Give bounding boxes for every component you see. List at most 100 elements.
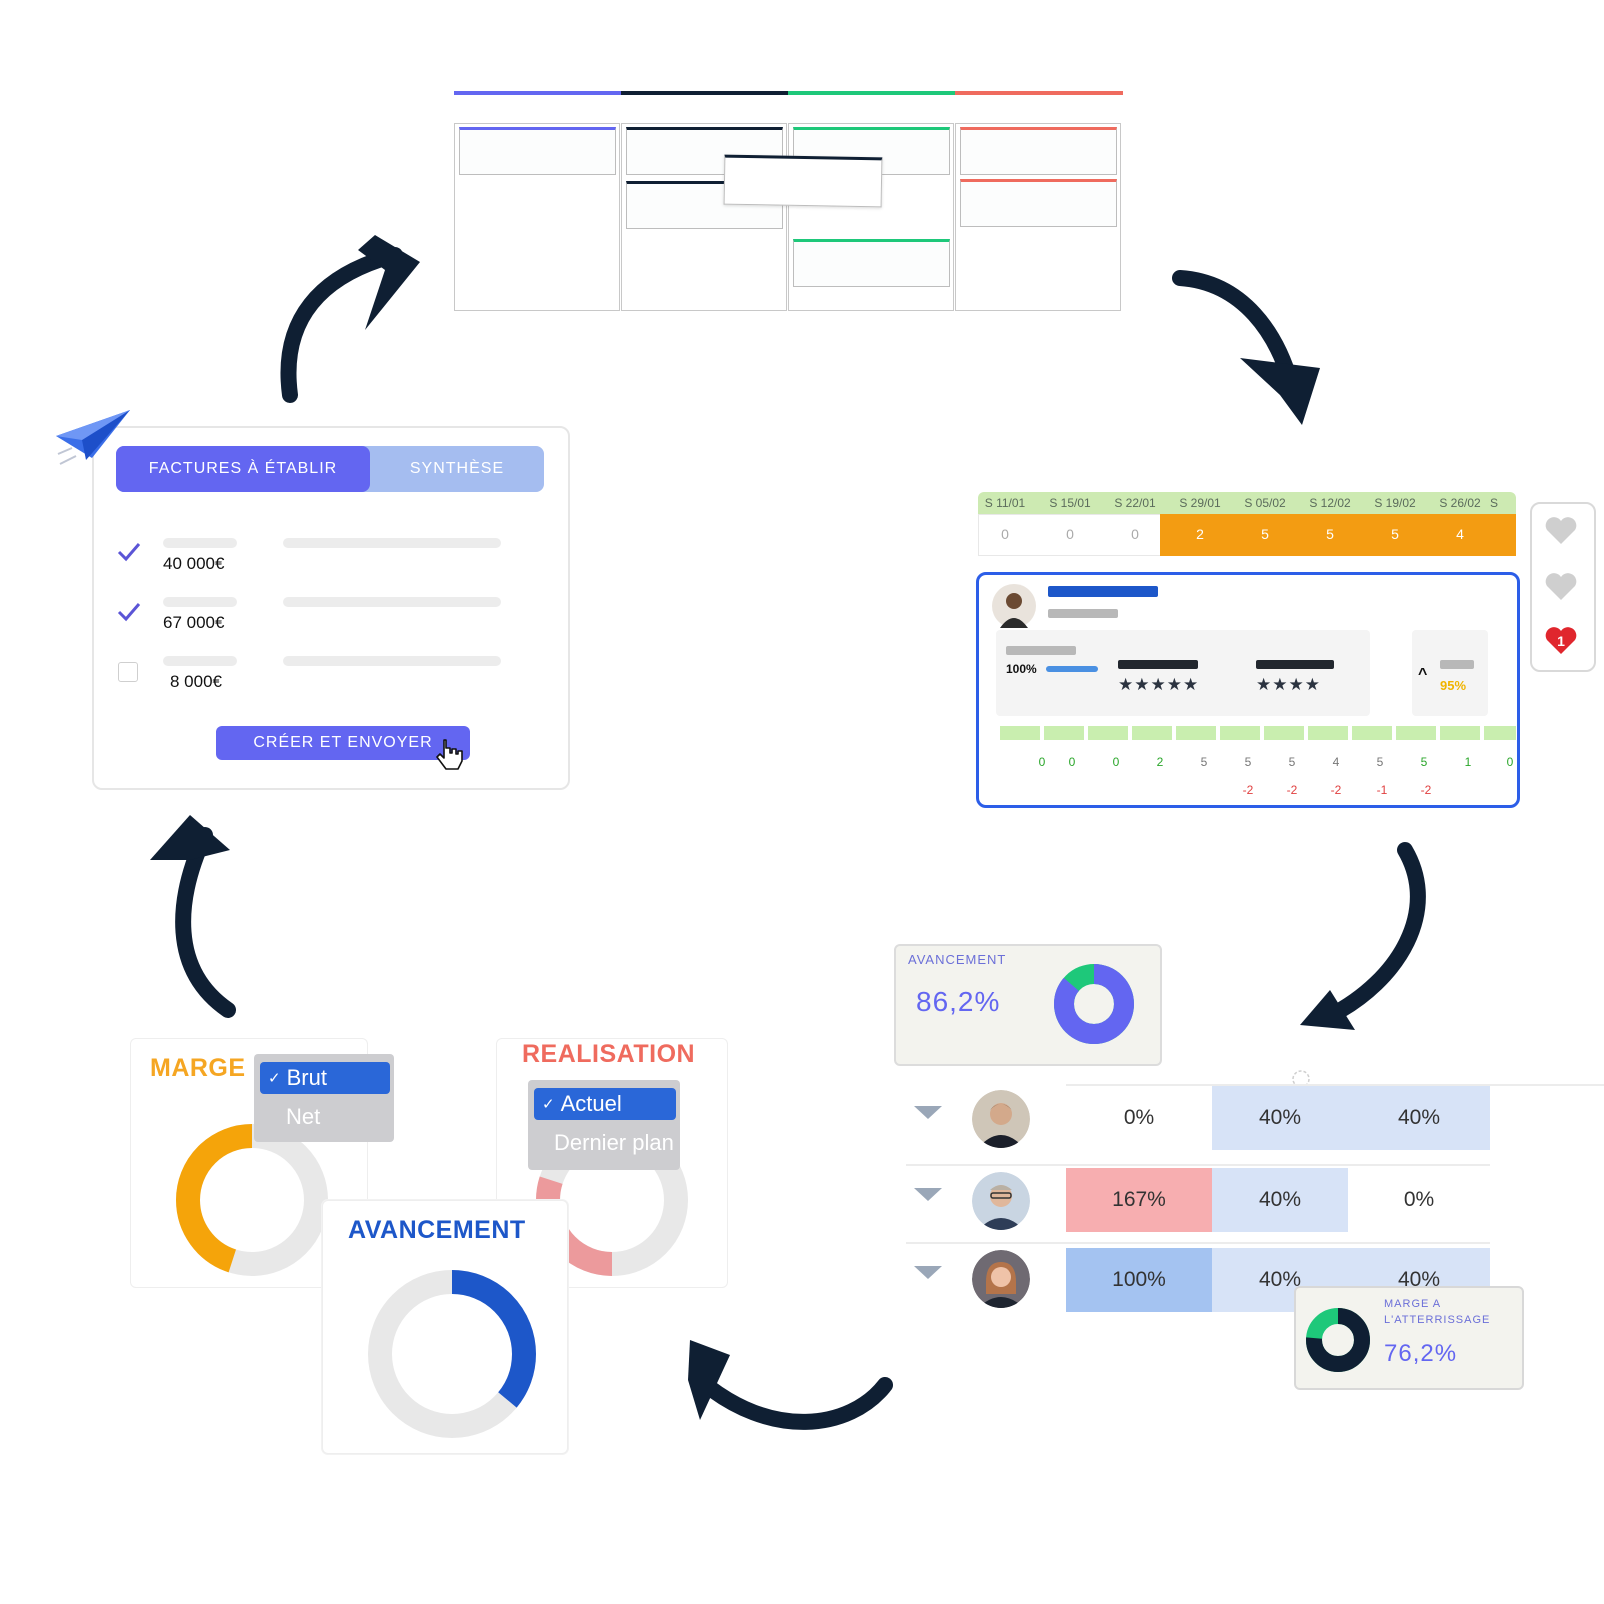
progress-label: 100% — [1006, 662, 1037, 676]
heart-icon[interactable] — [1544, 626, 1578, 656]
availability-value: 5 — [1244, 755, 1252, 769]
paper-plane-icon — [56, 410, 130, 465]
skill-a-bar — [1118, 660, 1198, 669]
option-label: Actuel — [560, 1091, 622, 1116]
tab-summary[interactable]: SYNTHÈSE — [409, 460, 505, 477]
avancement-widget-title: AVANCEMENT — [908, 952, 1007, 967]
arrow-to-table — [1322, 842, 1426, 1024]
week-label: S 15/01 — [1049, 496, 1091, 510]
check-icon[interactable] — [116, 540, 142, 564]
expand-row-icon[interactable] — [914, 1188, 942, 1201]
arrow-to-donuts — [692, 1372, 893, 1430]
dropdown-option[interactable]: Dernier plan — [554, 1130, 674, 1155]
availability-cell — [1264, 726, 1304, 740]
marge-widget-title: MARGE A — [1384, 1298, 1442, 1310]
trend-value: 95% — [1440, 678, 1467, 693]
avatar — [992, 584, 1036, 628]
skill-b-bar — [1256, 660, 1334, 669]
arrow-to-kanban — [280, 247, 403, 403]
week-load: 4 — [1456, 526, 1464, 542]
arrowhead — [358, 235, 420, 330]
availability-value: 5 — [1376, 755, 1384, 769]
progress-bar-fill — [1046, 666, 1098, 672]
availability-value: 0 — [1112, 755, 1120, 769]
expand-row-icon[interactable] — [914, 1266, 942, 1279]
kanban-card[interactable] — [960, 179, 1117, 227]
heart-icon[interactable] — [1544, 516, 1578, 546]
availability-cell — [1000, 726, 1040, 740]
week-label: S 22/01 — [1114, 496, 1156, 510]
availability-value: 4 — [1332, 755, 1340, 769]
availability-value: 1 — [1464, 755, 1472, 769]
check-icon[interactable] — [116, 600, 142, 624]
kanban-card[interactable] — [626, 127, 783, 175]
week-load: 0 — [1131, 526, 1139, 542]
weeks-header — [978, 492, 1516, 514]
availability-value: 2 — [1156, 755, 1164, 769]
week-label: S 05/02 — [1244, 496, 1286, 510]
option-label: Brut — [286, 1065, 327, 1090]
marge-panel-donut — [176, 1124, 328, 1276]
tab-invoices-to-issue[interactable]: FACTURES À ÉTABLIR — [116, 446, 370, 492]
table-cell: 167% — [1066, 1168, 1212, 1232]
availability-value: 0 — [1068, 755, 1076, 769]
week-label: S 11/01 — [984, 496, 1026, 510]
marge-donut — [1306, 1308, 1370, 1372]
week-label: S 26/02 — [1439, 496, 1481, 510]
kanban-card[interactable] — [459, 127, 616, 175]
arrowhead — [1240, 358, 1320, 425]
trend-box — [1412, 630, 1488, 716]
week-load: 0 — [1001, 526, 1009, 542]
availability-value: 5 — [1288, 755, 1296, 769]
heart-icon[interactable] — [1544, 572, 1578, 602]
skills-box — [996, 630, 1370, 716]
chevron-up-icon: ^ — [1418, 666, 1428, 683]
avancement-widget-value: 86,2% — [916, 986, 1001, 1017]
table-cell: 0% — [1123, 1106, 1155, 1129]
row-divider — [906, 1164, 1490, 1166]
column-accent-red — [955, 91, 1123, 95]
avancement-panel-title: AVANCEMENT — [348, 1216, 526, 1244]
availability-cell — [1088, 726, 1128, 740]
dropdown-selected-option[interactable]: ✓ Brut — [260, 1062, 390, 1094]
dropdown-option[interactable]: Net — [286, 1104, 321, 1129]
availability-value: 5 — [1200, 755, 1208, 769]
overload-delta: -2 — [1242, 783, 1254, 797]
avatar — [972, 1250, 1030, 1308]
invoice-amount: 40 000€ — [163, 554, 225, 573]
invoice-amount: 67 000€ — [163, 613, 225, 632]
progress-bar — [1046, 666, 1098, 672]
availability-cell — [1176, 726, 1216, 740]
overload-delta: -2 — [1286, 783, 1298, 797]
arrowhead — [1300, 990, 1355, 1030]
kanban-card[interactable] — [793, 239, 950, 287]
arrowhead — [150, 815, 230, 860]
person-role-bar — [1048, 609, 1118, 618]
expand-row-icon[interactable] — [914, 1106, 942, 1119]
realisation-panel-title: REALISATION — [522, 1040, 696, 1068]
overload-band — [1160, 514, 1516, 556]
avancement-donut — [1054, 964, 1134, 1044]
week-load: 5 — [1326, 526, 1334, 542]
placeholder-bar — [283, 656, 501, 666]
hand-cursor-icon — [436, 739, 463, 770]
week-label: S 29/01 — [1179, 496, 1221, 510]
availability-cell — [1132, 726, 1172, 740]
column-accent-green — [788, 91, 955, 95]
availability-cell — [1440, 726, 1480, 740]
availability-cell — [1044, 726, 1084, 740]
placeholder-bar — [163, 656, 237, 666]
invoice-amount: 8 000€ — [170, 672, 222, 691]
kanban-card[interactable] — [960, 127, 1117, 175]
create-and-send-button[interactable]: CRÉER ET ENVOYER — [216, 726, 470, 760]
week-load: 2 — [1196, 526, 1204, 542]
invoice-checkbox[interactable] — [118, 662, 138, 682]
dropdown-selected-option[interactable]: ✓ Actuel — [534, 1088, 676, 1120]
availability-cell — [1308, 726, 1348, 740]
overload-delta: -1 — [1376, 783, 1388, 797]
week-load: 5 — [1261, 526, 1269, 542]
heart-badge: 1 — [1557, 633, 1565, 649]
avatar — [972, 1090, 1030, 1148]
table-cell: 100% — [1066, 1248, 1212, 1312]
